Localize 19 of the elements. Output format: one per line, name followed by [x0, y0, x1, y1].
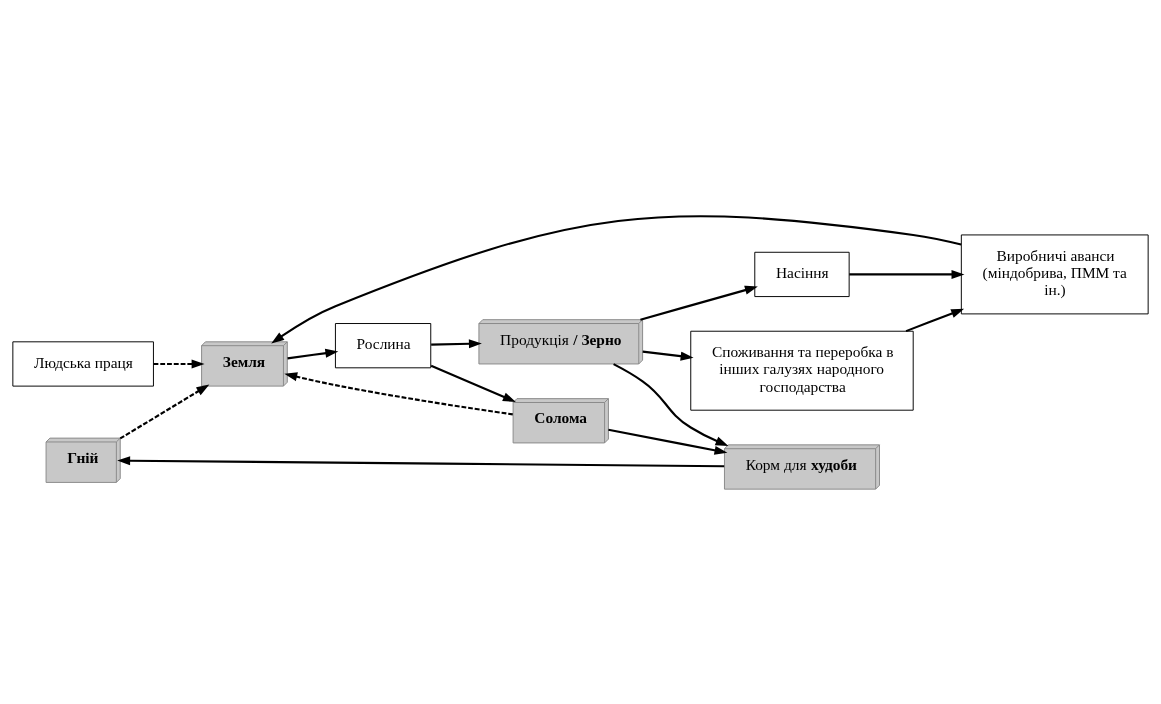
- arrow: [608, 428, 728, 455]
- arrow: [117, 455, 725, 467]
- node-box: Рослина: [334, 322, 432, 368]
- arrow: [849, 269, 965, 279]
- node-box: Людська праця: [12, 340, 154, 387]
- arrow: [905, 308, 965, 332]
- node-box: Насіння: [754, 251, 850, 297]
- arrow: [640, 285, 758, 321]
- arrow: [153, 358, 205, 368]
- node-box: Споживання та переробка в інших галузях народного господарства: [690, 330, 914, 411]
- node-box: Виробничі аванси (міндобрива, ПММ та ін.): [960, 233, 1149, 314]
- arrow: [284, 371, 513, 415]
- arrow: [431, 338, 482, 348]
- arrow: [430, 364, 516, 402]
- arrow: [613, 362, 729, 446]
- arrow: [642, 350, 694, 361]
- arrow: [287, 348, 339, 359]
- arrow: [119, 384, 210, 439]
- arrow: [271, 214, 962, 344]
